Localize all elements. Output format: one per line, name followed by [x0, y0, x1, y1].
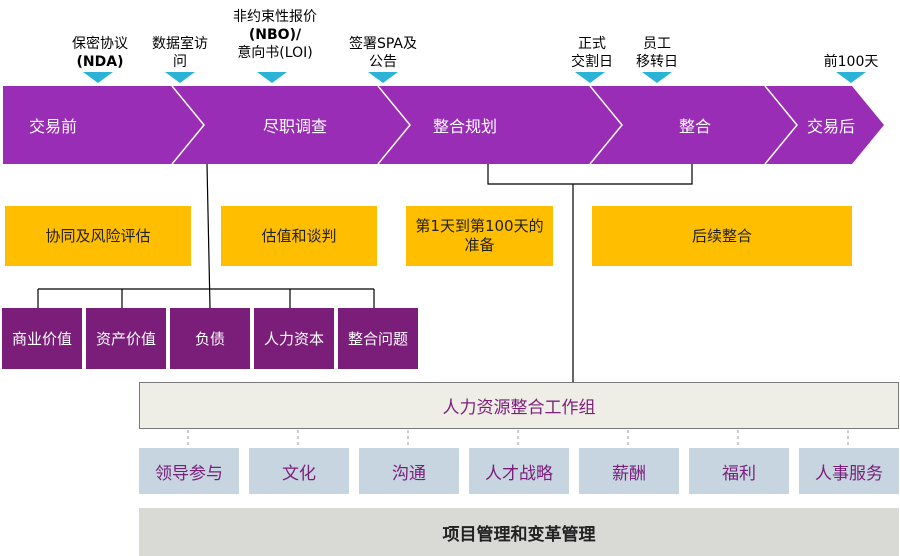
hr-integration-group: 人力资源整合工作组 [139, 382, 899, 429]
dd-item-integration-issues: 整合问题 [338, 308, 418, 369]
stage-chevron-integration-planning [378, 86, 622, 164]
milestone-spa: 签署SPA及 公告 [338, 35, 428, 71]
milestone-label: 前100天 [823, 54, 879, 70]
stage-chevron-integration [590, 86, 797, 164]
milestone-label: 公告 [369, 54, 397, 70]
milestone-marker-icon [836, 72, 866, 83]
stage-label-post-deal: 交易后 [806, 117, 855, 136]
milestone-nda: 保密协议 (NDA) [60, 35, 140, 71]
activity-label: 后续整合 [691, 226, 752, 245]
milestone-label: 移转日 [636, 54, 678, 70]
milestone-marker-icon [575, 72, 605, 83]
activity-label: 准备 [464, 236, 495, 254]
milestone-100-days: 前100天 [808, 53, 894, 71]
dd-item-assets: 资产价值 [86, 308, 166, 369]
workstream-leadership: 领导参与 [139, 448, 239, 494]
workstream-talent: 人才战略 [469, 448, 569, 494]
stage-label-integration-planning: 整合规划 [432, 117, 497, 136]
milestone-marker-icon [642, 72, 672, 83]
workstream-culture: 文化 [249, 448, 349, 494]
workstream-communication: 沟通 [359, 448, 459, 494]
stage-label-due-diligence: 尽职调查 [262, 117, 327, 136]
milestone-marker-icon [165, 72, 195, 83]
workstream-compensation: 薪酬 [579, 448, 679, 494]
milestone-employee-transfer: 员工 移转日 [622, 35, 692, 71]
milestone-data-room: 数据室访 问 [140, 35, 220, 71]
activity-label: 协同及风险评估 [45, 226, 151, 245]
milestone-label: 问 [173, 54, 187, 70]
milestone-marker-icon [83, 72, 113, 83]
stage-chevron-due-diligence [172, 86, 410, 164]
milestone-label: (NBO)/ [248, 27, 302, 43]
milestone-label: 意向书(LOI) [237, 45, 313, 61]
hr-group-label: 人力资源整合工作组 [442, 398, 596, 418]
milestone-label: 正式 [578, 36, 606, 52]
activity-label: 估值和谈判 [261, 226, 337, 245]
milestone-label: 签署SPA及 [348, 36, 417, 52]
milestone-label: 员工 [643, 36, 671, 52]
stage-label-integration: 整合 [678, 117, 711, 136]
milestone-marker-icon [257, 72, 287, 83]
pmo-change-management-bar: 项目管理和变革管理 [139, 508, 899, 556]
milestone-label: 数据室访 [152, 36, 208, 52]
milestone-nbo-loi: 非约束性报价 (NBO)/ 意向书(LOI) [220, 8, 330, 62]
activity-follow-up-integration: 后续整合 [592, 206, 852, 266]
workstream-benefits: 福利 [689, 448, 789, 494]
activity-label: 第1天到第100天的 [415, 217, 544, 235]
milestone-label: (NDA) [76, 54, 124, 70]
workstream-hr-services: 人事服务 [799, 448, 899, 494]
dd-item-commercial: 商业价值 [2, 308, 82, 369]
activity-valuation: 估值和谈判 [221, 206, 377, 266]
stage-chevron-post-deal [765, 86, 884, 164]
activity-day1-100-prep: 第1天到第100天的 准备 [406, 206, 553, 266]
milestone-label: 非约束性报价 [233, 9, 317, 25]
milestone-label: 交割日 [571, 54, 613, 70]
dd-item-human-capital: 人力资本 [254, 308, 334, 369]
stage-chevron-pre-deal [3, 86, 204, 164]
milestone-label: 保密协议 [72, 36, 128, 52]
stage-label-pre-deal: 交易前 [28, 117, 77, 136]
dd-item-liabilities: 负债 [170, 308, 250, 369]
dashed-connectors [187, 430, 849, 448]
activity-synergy-risk: 协同及风险评估 [5, 206, 191, 266]
connector-lines [37, 163, 693, 382]
milestone-closing: 正式 交割日 [557, 35, 627, 71]
pmo-label: 项目管理和变革管理 [442, 524, 596, 545]
milestone-marker-icon [368, 72, 398, 83]
